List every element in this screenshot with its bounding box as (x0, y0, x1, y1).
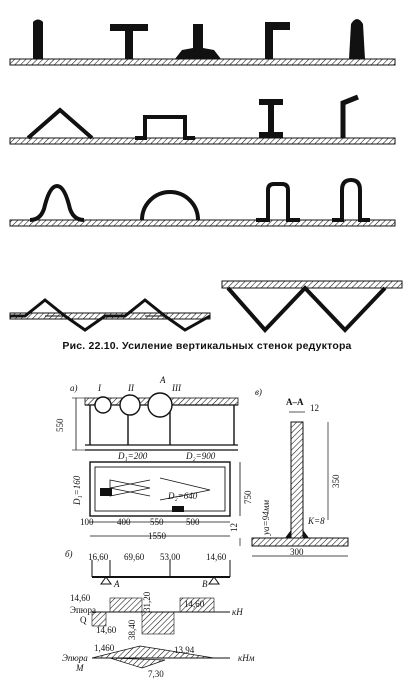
shear-value-1: 14,60 (70, 593, 91, 603)
section-aa (239, 411, 349, 557)
dim-k8: K=8 (308, 516, 325, 526)
stiffener-label-III: III (172, 383, 181, 393)
load-2: 69,60 (124, 552, 145, 562)
panel-label-v: в) (255, 387, 262, 397)
panel-label-b: б) (65, 549, 73, 559)
moment-value-1: 1,460 (94, 643, 115, 653)
row4-right-plate (221, 280, 403, 289)
moment-diagram (91, 645, 230, 669)
semicircle-stiffener (140, 190, 200, 221)
elevation-view (72, 392, 239, 451)
moment-unit: кНм (238, 653, 255, 663)
bearing-bore-1 (94, 396, 112, 414)
i-beam-stiffener (259, 99, 283, 138)
dim-550-height: 550 (55, 418, 65, 433)
rail-section (175, 24, 221, 59)
dim-d640: D₂=640 (168, 491, 198, 501)
figure-caption: Рис. 22.10. Усиление вертикальных стенок… (62, 340, 352, 352)
beam-scheme (91, 560, 231, 585)
angle-section (265, 22, 290, 59)
dim-ya: уа=94мм (261, 499, 271, 535)
shear-unit: кН (232, 607, 243, 617)
dim-400: 400 (117, 517, 131, 527)
bulb-section (349, 19, 365, 59)
load-4: 14,60 (206, 552, 227, 562)
shear-value-4: 14,60 (184, 599, 205, 609)
bearing-bore-2 (119, 394, 141, 416)
shear-label-2: Q (80, 615, 87, 625)
dim-750-height: 750 (243, 490, 253, 505)
hat-stiffener (135, 115, 195, 140)
shear-value-5: 38,40 (127, 619, 137, 640)
dim-d900: D₂=900 (186, 451, 216, 461)
dim-550: 550 (150, 517, 164, 527)
dim-d200: D₁=200 (118, 451, 148, 461)
triangle-stiffener (26, 107, 94, 140)
section-mark: А (160, 375, 166, 385)
plan-view (89, 461, 241, 537)
stiffener-label-I: I (98, 383, 101, 393)
shear-value-3: 31,20 (142, 591, 152, 612)
shear-diagram (91, 597, 230, 635)
panel-label-a: а) (70, 383, 78, 393)
shear-value-2: 14,60 (96, 625, 117, 635)
support-B: В (202, 579, 208, 589)
t-beam-section (110, 24, 148, 59)
moment-label-1: Эпюра (62, 653, 88, 663)
row1-sections (9, 19, 396, 66)
support-A: А (114, 579, 120, 589)
bearing-bore-3 (147, 392, 173, 418)
inverted-u-stiffener (332, 177, 370, 222)
dim-1550: 1550 (148, 531, 166, 541)
section-title: А–А (286, 397, 304, 407)
dim-500: 500 (186, 517, 200, 527)
diamond-wave-line (10, 298, 211, 332)
shear-label-1: Эпюра (70, 605, 96, 615)
moment-label-2: М (76, 663, 84, 673)
u-bump-stiffener (29, 183, 85, 222)
bent-angle-stiffener (340, 94, 359, 138)
dim-12-thickness: 12 (310, 403, 319, 413)
dim-12-base: 12 (229, 523, 239, 532)
row2-sections (9, 94, 396, 145)
t-rib-section (33, 19, 43, 59)
square-hat-stiffener (256, 182, 300, 222)
stiffener-label-II: II (128, 383, 134, 393)
row3-sections (9, 177, 396, 227)
row2-base-plate (9, 137, 396, 145)
zigzag-corrugation (221, 280, 403, 333)
dim-d160: D₁=160 (72, 475, 82, 505)
row1-base-plate (9, 58, 396, 66)
row3-base-plate (9, 219, 396, 227)
zigzag-line (226, 285, 387, 333)
dim-100: 100 (80, 517, 94, 527)
moment-value-2: 13,94 (174, 645, 195, 655)
diamond-corrugation (9, 298, 211, 332)
dim-300: 300 (290, 547, 304, 557)
moment-value-3: 7,30 (148, 669, 164, 679)
dim-350: 350 (331, 474, 341, 489)
load-1: 16,60 (88, 552, 109, 562)
load-3: 53,00 (160, 552, 181, 562)
